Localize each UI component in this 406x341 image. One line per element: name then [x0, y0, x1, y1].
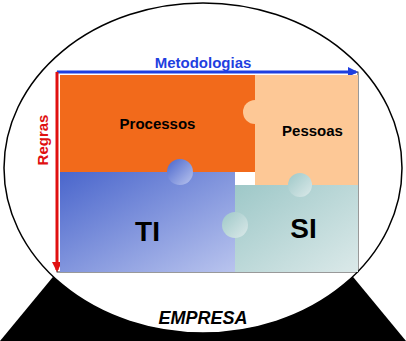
- base-label: EMPRESA: [158, 308, 247, 329]
- piece-knob: [243, 100, 267, 124]
- piece-knob: [288, 173, 312, 197]
- piece-label: SI: [290, 213, 316, 245]
- globe-outline: [4, 3, 402, 333]
- piece-label: TI: [135, 216, 160, 248]
- puzzle-piece: Processos: [60, 75, 255, 172]
- axis-label: Metodologias: [155, 54, 252, 71]
- methodology-arrow: [57, 71, 356, 74]
- puzzle-piece: TI: [60, 172, 235, 272]
- puzzle-piece: Pessoas: [255, 75, 358, 185]
- piece-body: [60, 75, 255, 172]
- piece-body: [235, 185, 358, 272]
- piece-knob: [222, 212, 248, 238]
- piece-knob: [167, 159, 193, 185]
- piece-body: [255, 75, 358, 185]
- piece-label: Processos: [120, 115, 196, 132]
- axis-label: Regras: [34, 115, 51, 166]
- piece-label: Pessoas: [282, 122, 343, 139]
- piece-body: [60, 172, 235, 272]
- puzzle-piece: SI: [235, 185, 358, 272]
- frame: [57, 72, 358, 272]
- rules-arrow: [56, 72, 59, 270]
